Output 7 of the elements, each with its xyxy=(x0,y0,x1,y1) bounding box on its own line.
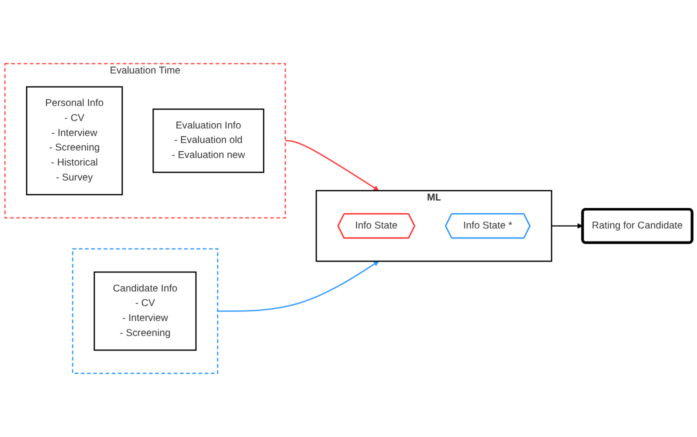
node-box: Personal Info - CV - Interview - Screening - Historical - Survey xyxy=(26,86,123,196)
arrow xyxy=(218,261,379,312)
arrow xyxy=(285,140,379,191)
arrow xyxy=(552,223,583,229)
node-box: Candidate Info - CV - Interview - Screening xyxy=(94,271,197,351)
node-box: Evaluation Info - Evaluation old - Evaluation new xyxy=(152,108,264,173)
cluster xyxy=(72,248,218,374)
